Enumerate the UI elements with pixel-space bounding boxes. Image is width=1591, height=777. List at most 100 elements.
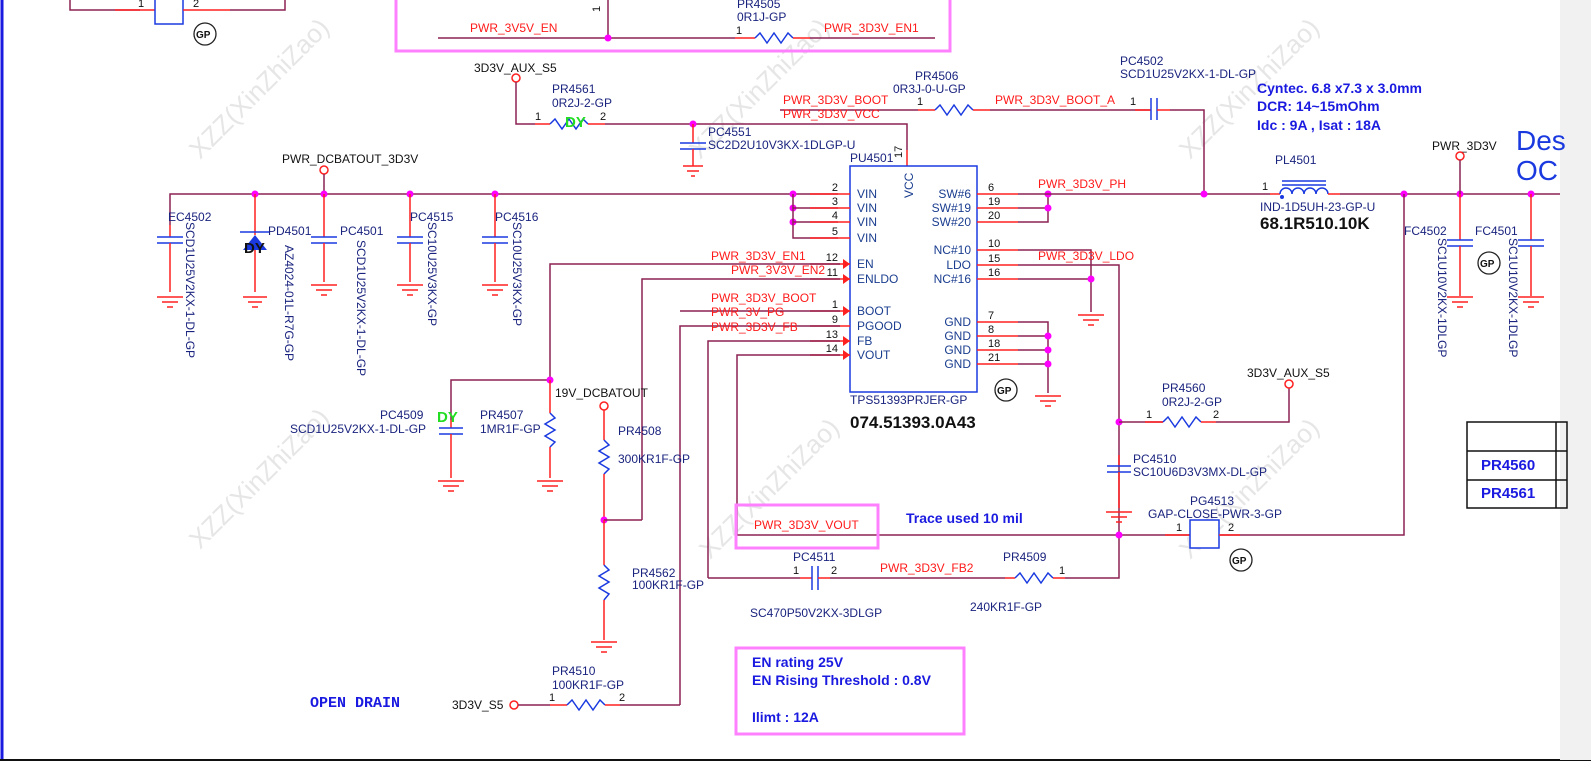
svg-text:17: 17 (893, 146, 905, 158)
dy-tag: DY (565, 114, 586, 131)
svg-text:SC1U10V2KX-1DLGP: SC1U10V2KX-1DLGP (1506, 238, 1520, 357)
svg-text:EC4502: EC4502 (168, 210, 212, 224)
svg-text:PR4509: PR4509 (1003, 550, 1047, 564)
svg-text:PC4551: PC4551 (708, 125, 752, 139)
svg-text:PU4501: PU4501 (850, 151, 894, 165)
svg-text:SC10U25V3KX-GP: SC10U25V3KX-GP (510, 222, 524, 326)
pin-number: 19 (988, 196, 1000, 208)
ic-pu4501: PU4501 VCC TPS51393PRJER-GP 074.51393.0A… (810, 151, 1018, 432)
pin-number: 3 (832, 196, 838, 208)
svg-text:GP: GP (997, 386, 1012, 397)
svg-text:SCD1U25V2KX-1-DL-GP: SCD1U25V2KX-1-DL-GP (354, 240, 368, 376)
cap-pc4515: PC4515 SC10U25V3KX-GP (397, 194, 454, 326)
pin-number: 9 (832, 314, 838, 326)
svg-text:0R1J-GP: 0R1J-GP (737, 10, 786, 24)
svg-text:PL4501: PL4501 (1275, 153, 1317, 167)
svg-text:PC4516: PC4516 (495, 210, 539, 224)
ic-pin-right: 19 SW#19 (932, 196, 1018, 215)
pin-name: GND (944, 329, 971, 343)
gap-pg4513 (1189, 519, 1220, 549)
svg-text:SCD1U25V2KX-1-DL-GP: SCD1U25V2KX-1-DL-GP (1120, 67, 1256, 81)
pin-number: 7 (988, 310, 994, 322)
svg-text:FC4502: FC4502 (1404, 224, 1447, 238)
note-inductor: Idc : 9A , Isat : 18A (1257, 117, 1381, 133)
svg-text:1: 1 (736, 25, 742, 37)
pin-name: GND (944, 315, 971, 329)
net-label: PWR_3D3V_BOOT (783, 93, 889, 107)
svg-text:SC470P50V2KX-3DLGP: SC470P50V2KX-3DLGP (750, 606, 882, 620)
cap-pc4516: PC4516 SC10U25V3KX-GP (482, 194, 539, 326)
pin-name: NC#16 (934, 272, 972, 286)
svg-text:GP: GP (1232, 556, 1247, 567)
pin-number: 11 (827, 267, 838, 279)
svg-text:VCC: VCC (902, 172, 916, 198)
note-trace: Trace used 10 mil (906, 510, 1023, 526)
svg-text:SCD1U25V2KX-1-DL-GP: SCD1U25V2KX-1-DL-GP (290, 422, 426, 436)
power-port (511, 73, 521, 83)
svg-text:DY: DY (437, 409, 458, 426)
net-label: PWR_3D3V_LDO (1038, 249, 1134, 263)
pin-name: SW#19 (932, 201, 972, 215)
svg-text:PR4505: PR4505 (737, 0, 781, 11)
table-cell: PR4561 (1481, 485, 1535, 502)
gp-badge (193, 22, 217, 46)
cap-ec4502: EC4502 SCD1U25V2KX-1-DL-GP (157, 210, 212, 358)
svg-text:IND-1D5UH-23-GP-U: IND-1D5UH-23-GP-U (1260, 200, 1375, 214)
pin-name: PGOOD (857, 319, 902, 333)
svg-text:0R2J-2-GP: 0R2J-2-GP (552, 96, 612, 110)
cap-fc4502: FC4502 SC1U10V2KX-1DLGP GP (1404, 194, 1501, 357)
svg-text:1: 1 (1176, 522, 1182, 534)
svg-text:1: 1 (1130, 96, 1136, 108)
pin-number: 10 (988, 238, 1000, 250)
sheet-title-partial: OC (1516, 155, 1558, 186)
pin-number: 6 (988, 182, 994, 194)
note-inductor: Cyntec. 6.8 x7.3 x 3.0mm (1257, 80, 1422, 96)
svg-text:GP: GP (196, 30, 211, 41)
svg-text:1: 1 (1146, 409, 1152, 421)
svg-text:100KR1F-GP: 100KR1F-GP (552, 678, 624, 692)
svg-text:DY: DY (244, 240, 265, 257)
pin-number: 16 (988, 267, 1000, 279)
svg-text:1: 1 (1262, 181, 1268, 193)
cap-fc4501: FC4501 SC1U10V2KX-1DLGP (1475, 194, 1544, 357)
pin-name: BOOT (857, 304, 892, 318)
ic-pin-right: 7 GND (944, 310, 1018, 329)
svg-text:PR4508: PR4508 (618, 424, 662, 438)
svg-text:1: 1 (549, 692, 555, 704)
power-port-label: 3D3V_S5 (452, 698, 504, 712)
pin-name: VOUT (857, 348, 891, 362)
net-label: PWR_3D3V_BOOT (711, 291, 817, 305)
power-port-label: 3D3V_AUX_S5 (474, 61, 557, 75)
svg-text:100KR1F-GP: 100KR1F-GP (632, 578, 704, 592)
pin-number: 5 (832, 226, 838, 238)
net-label: PWR_3D3V_PH (1038, 177, 1126, 191)
svg-text:SC10U6D3V3MX-DL-GP: SC10U6D3V3MX-DL-GP (1133, 465, 1267, 479)
ic-pin-right: 16 NC#16 (934, 267, 1018, 286)
svg-text:1MR1F-GP: 1MR1F-GP (480, 422, 541, 436)
svg-text:PR4561: PR4561 (552, 82, 596, 96)
svg-text:2: 2 (600, 111, 606, 123)
svg-text:SC2D2U10V3KX-1DLGP-U: SC2D2U10V3KX-1DLGP-U (708, 138, 855, 152)
note-en: Ilimt : 12A (752, 709, 819, 725)
net-label: PWR_3D3V_EN1 (824, 21, 919, 35)
cap-pc4501: PC4501 SCD1U25V2KX-1-DL-GP (311, 194, 384, 376)
svg-text:PR4562: PR4562 (632, 566, 676, 580)
svg-text:1: 1 (793, 565, 799, 577)
svg-text:SC1U10V2KX-1DLGP: SC1U10V2KX-1DLGP (1435, 238, 1449, 357)
svg-text:GAP-CLOSE-PWR-3-GP: GAP-CLOSE-PWR-3-GP (1148, 507, 1282, 521)
svg-text:SC10U25V3KX-GP: SC10U25V3KX-GP (425, 222, 439, 326)
note-open-drain: OPEN DRAIN (310, 695, 400, 712)
resistor-table: PR4560 PR4561 (1466, 421, 1568, 509)
note-en: EN Rising Threshold : 0.8V (752, 672, 932, 688)
svg-text:300KR1F-GP: 300KR1F-GP (618, 452, 690, 466)
svg-text:2: 2 (1228, 522, 1234, 534)
svg-text:68.1R510.10K: 68.1R510.10K (1260, 214, 1370, 233)
svg-text:2: 2 (831, 565, 837, 577)
pin-number: 1 (832, 299, 838, 311)
